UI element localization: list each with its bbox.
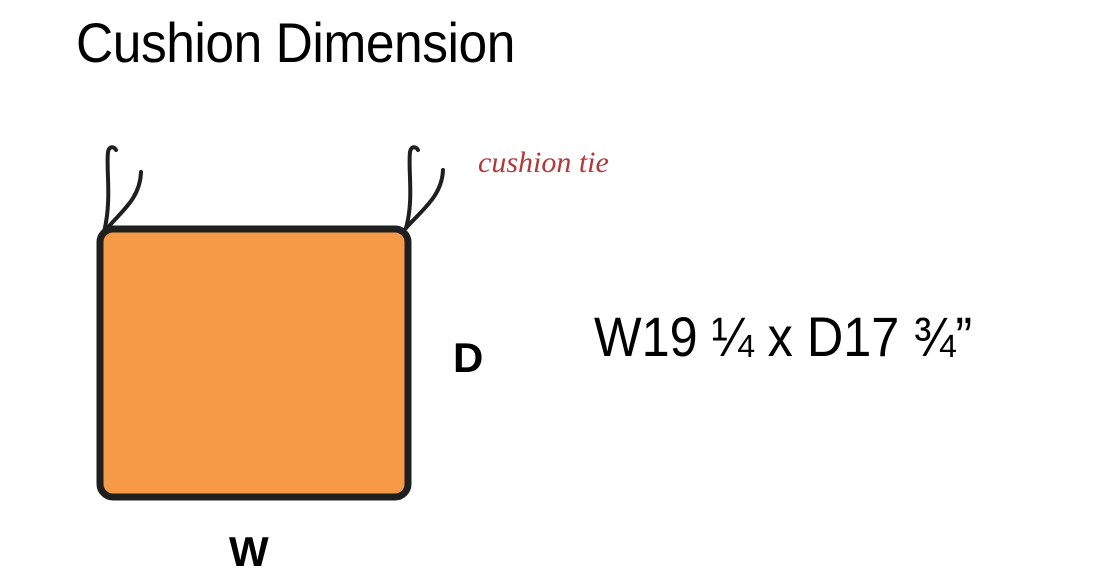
- width-label: W: [229, 528, 269, 575]
- depth-label: D: [453, 334, 484, 381]
- cushion-body: [96, 225, 412, 501]
- cushion-tie-left: [102, 145, 143, 234]
- page-title: Cushion Dimension: [76, 11, 515, 74]
- dimension-text: W19 ¼ x D17 ¾”: [594, 305, 973, 368]
- cushion-tie-label: cushion tie: [478, 146, 609, 179]
- cushion-tie-right: [404, 145, 445, 230]
